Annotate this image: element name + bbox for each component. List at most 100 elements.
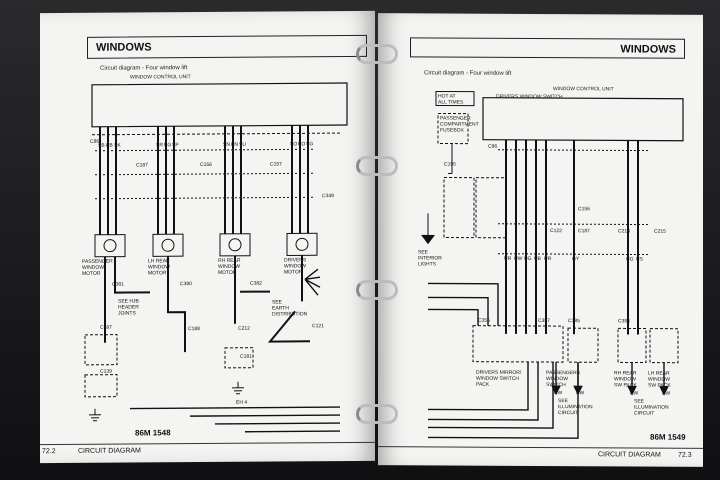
svg-text:SEE: SEE [634,398,645,404]
svg-text:C121: C121 [312,323,324,329]
svg-text:SEE HJB: SEE HJB [118,298,140,304]
svg-text:SEE: SEE [558,398,569,404]
svg-text:FUSEBOX: FUSEBOX [440,127,465,133]
svg-text:SEE: SEE [272,299,283,305]
svg-text:C155: C155 [444,161,456,167]
svg-text:SR: SR [156,142,163,148]
svg-text:EH 4: EH 4 [236,400,247,406]
svg-text:C139: C139 [100,369,112,375]
svg-text:KO: KO [298,141,305,147]
svg-text:DRIVERS MIRROR/: DRIVERS MIRROR/ [476,370,522,376]
svg-text:C213: C213 [618,228,630,234]
svg-text:C349: C349 [322,193,334,199]
svg-text:SW PACK: SW PACK [648,383,671,389]
svg-text:PASSENGERS: PASSENGERS [546,370,581,376]
svg-text:C212: C212 [238,326,250,332]
svg-text:KB: KB [106,143,113,149]
svg-text:LH REAR: LH REAR [148,258,170,264]
right-footer-label: CIRCUIT DIAGRAM [598,451,661,459]
svg-text:C215: C215 [654,229,666,235]
right-page: WINDOWS Circuit diagram - Four window li… [378,13,703,467]
svg-text:WINDOW: WINDOW [284,263,306,269]
svg-text:SB: SB [98,143,105,149]
svg-text:ALL TIMES: ALL TIMES [438,99,464,105]
svg-text:SO: SO [290,141,297,147]
svg-text:SEE: SEE [418,249,429,255]
left-footer-label: CIRCUIT DIAGRAM [78,447,141,455]
svg-text:ILLUMINATION: ILLUMINATION [558,404,593,410]
svg-text:WINDOW: WINDOW [546,376,568,382]
svg-text:C385: C385 [568,318,580,324]
svg-text:HEADER: HEADER [118,304,139,310]
binder-ring-3 [356,280,398,300]
svg-text:C357: C357 [538,318,550,324]
svg-text:C386: C386 [618,318,630,324]
binder-ring-1 [356,44,398,64]
svg-text:UR: UR [544,256,552,262]
svg-text:US: US [636,257,644,263]
svg-text:MOTOR: MOTOR [148,270,167,276]
svg-text:C122: C122 [550,228,562,234]
svg-text:CIRCUIT: CIRCUIT [558,410,578,416]
svg-text:GY: GY [572,256,580,262]
svg-text:SU: SU [239,142,246,148]
svg-text:WINDOW: WINDOW [614,376,636,382]
left-page-number: 72.2 [42,448,56,456]
svg-text:C187: C187 [136,162,148,168]
svg-text:RW: RW [630,390,639,396]
binder-ring-2 [356,156,398,176]
svg-text:ILLUMINATION: ILLUMINATION [634,404,669,410]
svg-text:HOT AT: HOT AT [438,93,456,99]
svg-text:PASSENGER: PASSENGER [82,259,113,265]
svg-text:WINDOW SWITCH: WINDOW SWITCH [476,376,519,382]
svg-text:KN: KN [231,142,238,148]
svg-text:C86: C86 [488,144,497,150]
svg-text:C355: C355 [478,318,490,324]
svg-text:C156: C156 [578,206,590,212]
svg-text:SN: SN [223,142,230,148]
svg-text:SG: SG [306,141,313,147]
svg-text:C181: C181 [240,354,252,360]
svg-text:C157: C157 [270,161,282,167]
svg-text:C382: C382 [250,281,262,287]
svg-text:RW: RW [576,390,585,396]
svg-text:UW: UW [514,256,523,262]
svg-text:SK: SK [114,143,121,149]
svg-text:DRIVERS: DRIVERS [284,257,307,263]
svg-text:UG: UG [626,256,634,262]
svg-text:WINDOW: WINDOW [218,264,240,270]
binder-ring-4 [356,404,398,424]
svg-text:UG: UG [524,256,532,262]
svg-text:SP: SP [172,142,179,148]
svg-text:RW: RW [662,391,671,397]
svg-text:UB: UB [534,256,542,262]
svg-text:RH REAR: RH REAR [614,370,637,376]
svg-text:C187: C187 [100,325,112,331]
svg-text:C187: C187 [578,228,590,234]
svg-text:PACK: PACK [476,382,490,388]
right-page-number: 72.3 [678,451,692,459]
svg-text:MOTOR: MOTOR [284,269,303,275]
svg-text:SW PACK: SW PACK [614,382,637,388]
svg-text:RH REAR: RH REAR [218,258,241,264]
svg-text:C86: C86 [90,139,99,145]
svg-text:COMPARTMENT: COMPARTMENT [440,121,479,127]
svg-text:INTERIOR: INTERIOR [418,255,442,261]
svg-text:WINDOW: WINDOW [148,264,170,270]
svg-text:WINDOW: WINDOW [82,265,104,271]
svg-text:C188: C188 [188,326,200,332]
svg-text:DISTRIBUTION: DISTRIBUTION [272,311,308,317]
svg-text:JOINTS: JOINTS [118,310,136,316]
svg-text:UR: UR [504,256,512,262]
svg-text:MOTOR: MOTOR [82,271,101,277]
svg-text:LIGHTS: LIGHTS [418,261,437,267]
svg-text:C381: C381 [112,282,124,288]
svg-text:PASSENGER: PASSENGER [440,115,471,121]
left-page: WINDOWS Circuit diagram - Four window li… [40,10,375,464]
svg-text:EARTH: EARTH [272,305,289,311]
svg-text:RW: RW [554,390,563,396]
svg-text:WINDOW: WINDOW [648,377,670,383]
